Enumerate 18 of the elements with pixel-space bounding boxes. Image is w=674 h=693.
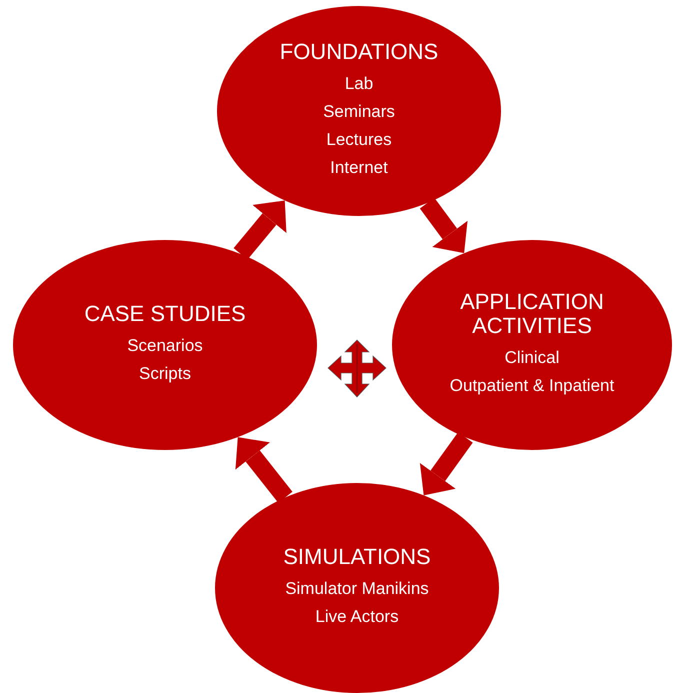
activity-item: Lectures <box>326 129 392 151</box>
activity-item: Live Actors <box>315 606 399 628</box>
block-arrow <box>420 432 473 496</box>
activity-item: Seminars <box>323 101 395 123</box>
activity-item: Lab <box>344 73 374 95</box>
stage-heading: APPLICATION ACTIVITIES <box>459 290 605 338</box>
activity-item: Simulator Manikins <box>285 578 429 600</box>
activity-item: Scripts <box>139 363 191 385</box>
block-arrow <box>420 198 468 254</box>
activity-item: Internet <box>330 157 388 179</box>
activity-item: Clinical <box>504 347 560 369</box>
activity-item: Outpatient & Inpatient <box>450 375 614 397</box>
stage-heading: FOUNDATIONS <box>280 40 438 64</box>
stage-heading: SIMULATIONS <box>283 545 431 569</box>
block-arrow <box>235 437 292 503</box>
block-arrow <box>234 200 286 260</box>
stage-heading: CASE STUDIES <box>84 302 246 326</box>
activity-item: Scenarios <box>127 335 203 357</box>
